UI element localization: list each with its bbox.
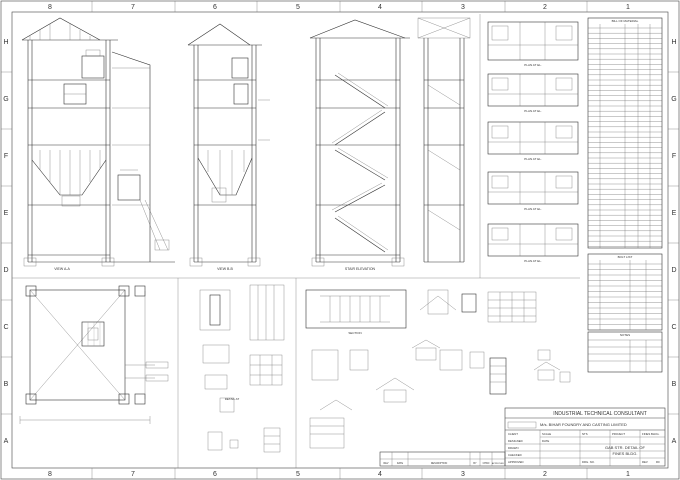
grid-row-d-right: D	[671, 267, 676, 274]
stair-elevation-label: STAIR ELEVATION	[345, 267, 376, 271]
grid-row-e-right: E	[672, 210, 677, 217]
grid-row-h-right: H	[671, 39, 676, 46]
schedule-2-title: BOLT LIST	[618, 255, 633, 259]
grid-col-6: 6	[213, 4, 217, 11]
grid-col-5-bottom: 5	[296, 471, 300, 478]
grid-col-3-bottom: 3	[461, 471, 465, 478]
revision-table: REV DATE DESCRIPTION BY CHKD APPROVED	[379, 451, 506, 467]
rev-header-approved: APPROVED	[492, 462, 505, 465]
checked-label: CHECKED	[508, 453, 522, 457]
schedule-1-title: BILL OF MATERIAL	[612, 19, 639, 23]
plan-label-2: PLAN AT EL.	[524, 109, 542, 113]
view-b-label: VIEW B-B	[217, 267, 233, 271]
grid-row-f: F	[4, 153, 8, 160]
designed-label: DESIGNED	[508, 439, 523, 443]
grid-col-8-bottom: 8	[48, 471, 52, 478]
drawing-title-line-1: GAB STR. DETAIL OF	[605, 445, 646, 450]
grid-col-2: 2	[543, 4, 547, 11]
grid-col-2-bottom: 2	[543, 471, 547, 478]
grid-col-3: 3	[461, 4, 465, 11]
grid-col-7: 7	[131, 4, 135, 11]
elevation-view-4	[417, 17, 471, 263]
rev-header-description: DESCRIPTION	[431, 462, 448, 465]
schedule-3-title: NOTES	[620, 333, 630, 337]
drawing-title-line-2: FINES BLDG.	[613, 451, 638, 456]
grid-col-7-bottom: 7	[131, 471, 135, 478]
grid-col-8: 8	[48, 4, 52, 11]
grid-row-c-right: C	[671, 324, 676, 331]
drawn-label: DRAWN	[508, 446, 518, 450]
grid-row-c: C	[3, 324, 8, 331]
client-name: M/s. BIHAR FOUNDRY AND CASTING LIMITED	[540, 422, 627, 427]
base-plan-view	[19, 285, 169, 424]
drawing-number-label: DRG. NO.	[582, 460, 595, 464]
grid-row-h: H	[3, 39, 8, 46]
schedule-tables: BILL OF MATERIAL BOLT LIST NOTES	[587, 17, 663, 373]
plan-label-5: PLAN AT EL.	[524, 259, 542, 263]
grid-row-b-right: B	[672, 381, 677, 388]
title-block: INDUSTRIAL TECHNICAL CONSULTANT M/s. BIH…	[504, 407, 666, 467]
grid-col-1-bottom: 1	[626, 471, 630, 478]
grid-row-g-right: G	[671, 96, 676, 103]
grid-row-f-right: F	[672, 153, 676, 160]
revision-value: R0	[656, 460, 660, 464]
company-logo-box	[507, 421, 537, 429]
client-label: CLIENT	[508, 432, 518, 436]
revision-label: REV	[642, 460, 648, 464]
grid-col-5: 5	[296, 4, 300, 11]
grid-row-g: G	[3, 96, 8, 103]
grid-col-4: 4	[378, 4, 382, 11]
rev-header-rev: REV	[384, 462, 389, 465]
rev-header-checked: CHKD	[483, 462, 490, 465]
elevation-view-2	[187, 23, 270, 267]
grid-row-labels-left: H G F E D C B A	[3, 39, 8, 445]
rev-header-by: BY	[473, 462, 477, 465]
stair-elevation	[309, 19, 410, 267]
consultant-name: INDUSTRIAL TECHNICAL CONSULTANT	[553, 411, 647, 417]
plan-label-4: PLAN AT EL.	[524, 207, 542, 211]
grid-row-d: D	[3, 267, 8, 274]
project-label: PROJECT	[612, 432, 625, 436]
scale-label: SCALE	[542, 432, 551, 436]
grid-row-labels-right: H G F E D C B A	[671, 39, 676, 445]
grid-row-a: A	[4, 438, 9, 445]
scale-value: NTS	[582, 432, 588, 436]
grid-col-4-bottom: 4	[378, 471, 382, 478]
date-label: DATE	[542, 439, 549, 443]
approved-label: APPROVED	[508, 460, 524, 464]
rev-header-date: DATE	[397, 462, 404, 465]
plan-label-1: PLAN AT EL.	[524, 63, 542, 67]
elevation-view-1	[21, 17, 175, 267]
grid-col-6-bottom: 6	[213, 471, 217, 478]
grid-row-b: B	[4, 381, 9, 388]
plan-label-3: PLAN AT EL.	[524, 157, 542, 161]
zone-dividers	[12, 14, 580, 468]
connection-details-1	[199, 284, 285, 453]
connection-details-2	[489, 349, 571, 395]
plan-details-column: PLAN AT EL. PLAN AT EL. PLAN AT EL. PLAN…	[487, 21, 579, 263]
grid-column-labels-bottom: 8 7 6 5 4 3 2 1	[48, 471, 630, 478]
stair-plan-details	[305, 289, 537, 449]
project-value: FINES BLDG.	[642, 432, 660, 436]
detail-label-1: DETAIL AT	[225, 397, 240, 401]
view-a-label: VIEW A-A	[54, 267, 70, 271]
grid-row-a-right: A	[672, 438, 677, 445]
grid-column-labels-top: 8 7 6 5 4 3 2 1	[48, 4, 630, 11]
schedule-2-rows	[588, 263, 662, 325]
section-label-1: SECTION	[348, 331, 361, 335]
schedule-1-rows	[588, 27, 662, 247]
grid-col-1: 1	[626, 4, 630, 11]
grid-row-e: E	[4, 210, 9, 217]
